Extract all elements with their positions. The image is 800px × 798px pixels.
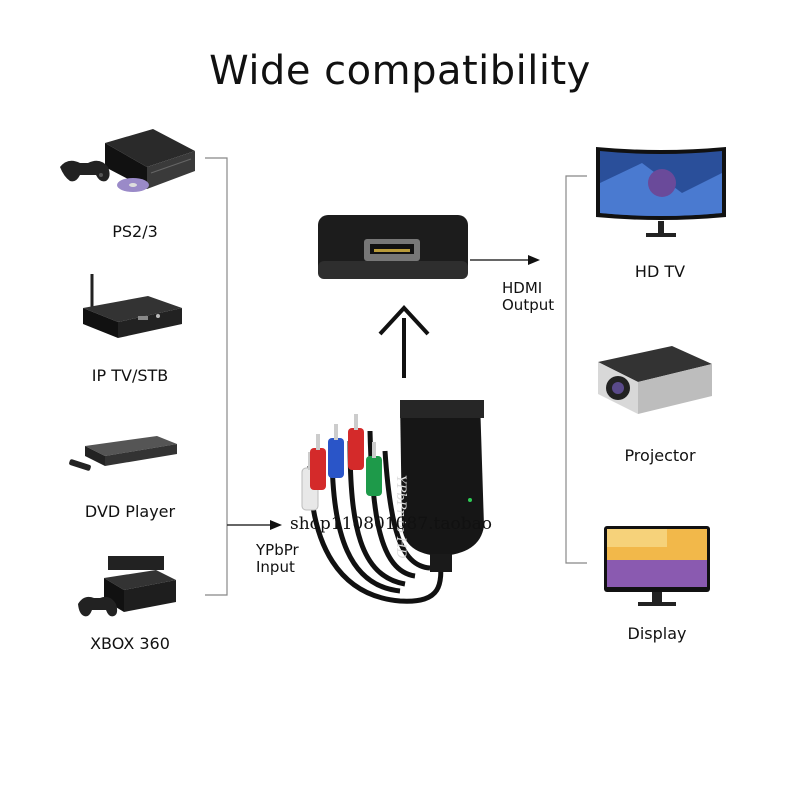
projector-icon (598, 346, 712, 414)
input-label-xbox: XBOX 360 (90, 634, 170, 653)
output-label-hdtv: HD TV (634, 262, 686, 281)
page-title: Wide compatibility (209, 48, 591, 94)
input-label-dvd: DVD Player (84, 502, 176, 521)
tv-icon (596, 147, 726, 237)
input-label-ps: PS2/3 (112, 222, 158, 241)
output-label-projector: Projector (624, 446, 696, 465)
input-label-iptv: IP TV/STB (91, 366, 169, 385)
monitor-icon (604, 526, 710, 606)
game-console-icon (60, 129, 195, 192)
output-label-display: Display (627, 624, 687, 643)
hdmi-converter-front (318, 215, 468, 279)
ypbpr-converter-device (301, 400, 484, 604)
set-top-box-icon (83, 274, 182, 338)
input-label: YPbPr Input (256, 541, 299, 576)
converter-text: YPbPr to HD (393, 475, 408, 559)
xbox-console-icon (78, 556, 176, 617)
watermark-text: shop110801087.taobao (290, 514, 492, 534)
output-label: HDMI Output (502, 279, 555, 314)
dvd-player-icon (69, 436, 177, 471)
